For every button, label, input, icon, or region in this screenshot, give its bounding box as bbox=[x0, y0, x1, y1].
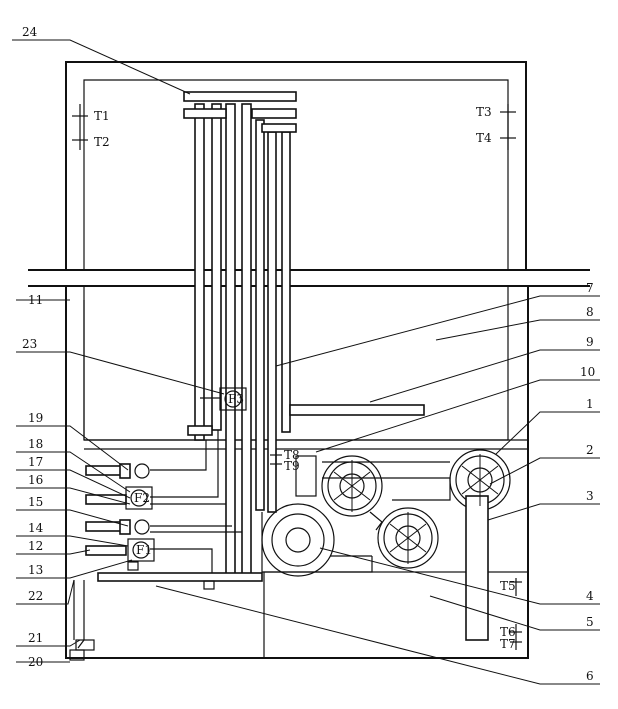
callout-24: 24 bbox=[22, 25, 38, 39]
pump-f3-label: F3 bbox=[228, 392, 244, 406]
callout-15: 15 bbox=[28, 495, 43, 509]
callout-16: 16 bbox=[28, 473, 43, 487]
sensor-t1-label: T1 bbox=[94, 109, 110, 123]
vertical-pipes bbox=[183, 91, 297, 575]
callout-14: 14 bbox=[28, 521, 44, 535]
callout-18: 18 bbox=[28, 437, 43, 451]
callout-11: 11 bbox=[28, 293, 43, 307]
upper-cabinet bbox=[65, 61, 527, 270]
callout-21: 21 bbox=[28, 631, 43, 645]
callout-20: 20 bbox=[28, 655, 43, 669]
sensor-t4-label: T4 bbox=[476, 131, 492, 145]
callout-3: 3 bbox=[586, 489, 594, 503]
divider-shelf bbox=[28, 269, 590, 287]
callout-13: 13 bbox=[28, 563, 43, 577]
roller-assembly bbox=[261, 449, 511, 641]
callout-23: 23 bbox=[22, 337, 37, 351]
callout-8: 8 bbox=[586, 305, 594, 319]
callout-9: 9 bbox=[586, 335, 594, 349]
sensor-t3-label: T3 bbox=[476, 105, 492, 119]
callout-7: 7 bbox=[586, 281, 594, 295]
callout-19: 19 bbox=[28, 411, 43, 425]
sensor-t9-label: T9 bbox=[284, 459, 300, 473]
callout-22: 22 bbox=[28, 589, 43, 603]
callout-10: 10 bbox=[580, 365, 595, 379]
pump-f2-label: F2 bbox=[134, 491, 150, 505]
sensor-t6-label: T6 bbox=[500, 625, 516, 639]
sensor-t7-label: T7 bbox=[500, 637, 516, 651]
pipe-9 bbox=[289, 404, 425, 416]
pump-stack bbox=[85, 387, 247, 575]
callout-6: 6 bbox=[586, 669, 594, 683]
callout-17: 17 bbox=[28, 455, 43, 469]
callout-1: 1 bbox=[586, 397, 594, 411]
callout-2: 2 bbox=[586, 443, 594, 457]
sensor-t5-label: T5 bbox=[500, 579, 516, 593]
sensor-t8-label: T8 bbox=[284, 448, 300, 462]
gear-hatching bbox=[333, 454, 499, 564]
leader-lines bbox=[12, 39, 600, 685]
callout-5: 5 bbox=[586, 615, 594, 629]
base-platform bbox=[69, 561, 263, 661]
callout-4: 4 bbox=[586, 589, 594, 603]
callout-12: 12 bbox=[28, 539, 43, 553]
callout-labels: 24 11 23 19 18 17 16 15 14 12 13 22 21 2… bbox=[22, 25, 595, 683]
sensor-markers bbox=[72, 104, 522, 650]
tank-5 bbox=[263, 571, 529, 659]
sensor-t2-label: T2 bbox=[94, 135, 110, 149]
pump-f1-label: F1 bbox=[136, 543, 152, 557]
